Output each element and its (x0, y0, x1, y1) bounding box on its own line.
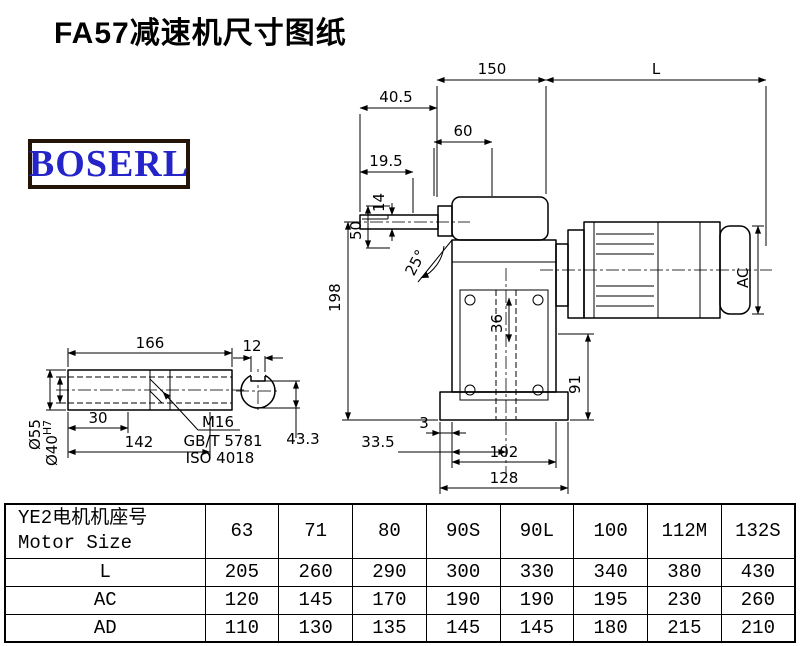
table-cell: 135 (352, 613, 427, 643)
dim-40-5: 40.5 (379, 88, 412, 106)
table-cell: 145 (425, 613, 501, 643)
dim-142: 142 (125, 433, 154, 451)
motor (555, 221, 751, 319)
technical-drawing: 150 L 40.5 60 19.5 198 50 14 25° AC 36 9… (26, 60, 772, 494)
dim-198: 198 (326, 283, 344, 312)
dim-128: 128 (490, 469, 519, 487)
size-column-header: 63 (204, 503, 280, 559)
dimension-table: YE2电机机座号 Motor Size 63 71 80 90S 90L 100… (4, 503, 796, 643)
table-cell: 260 (278, 557, 353, 587)
table-cell: 180 (573, 613, 648, 643)
table-row-AD: AD 110 130 135 145 145 180 215 210 (4, 613, 796, 643)
table-cell: 230 (647, 585, 722, 615)
row-label: AD (4, 613, 206, 643)
dim-43-3: 43.3 (286, 430, 319, 448)
table-cell: 145 (499, 613, 575, 643)
table-cell: 300 (425, 557, 501, 587)
thread-callout-m16: M16 (202, 413, 234, 431)
row-label: L (4, 557, 206, 587)
table-row-L: L 205 260 290 300 330 340 380 430 (4, 557, 796, 587)
hollow-shaft-part-view (67, 369, 233, 411)
table-cell: 190 (499, 585, 575, 615)
table-cell: 430 (720, 557, 796, 587)
table-row-AC: AC 120 145 170 190 190 195 230 260 (4, 585, 796, 615)
dim-36: 36 (488, 314, 506, 333)
table-cell: 145 (278, 585, 353, 615)
table-cell: 110 (204, 613, 280, 643)
table-cell: 205 (204, 557, 280, 587)
size-column-header: 112M (647, 503, 722, 559)
table-cell: 290 (352, 557, 427, 587)
size-column-header: 90S (425, 503, 501, 559)
dim-L: L (652, 60, 661, 78)
table-cell: 380 (647, 557, 722, 587)
dim-166: 166 (136, 334, 165, 352)
dim-AC: AC (734, 268, 752, 288)
dim-14: 14 (370, 193, 388, 212)
table-cell: 190 (425, 585, 501, 615)
dim-33-5: 33.5 (361, 433, 394, 451)
motor-size-header-en: Motor Size (18, 532, 133, 555)
table-cell: 130 (278, 613, 353, 643)
thread-callout-iso: ISO 4018 (186, 449, 255, 467)
table-cell: 210 (720, 613, 796, 643)
dim-30: 30 (88, 409, 107, 427)
dim-12: 12 (242, 337, 261, 355)
table-cell: 330 (499, 557, 575, 587)
dim-3: 3 (419, 414, 429, 432)
dim-91: 91 (566, 375, 584, 394)
motor-size-header-cn: YE2电机机座号 (18, 507, 148, 530)
dim-dia40-h7: Ø40H7 (41, 420, 61, 466)
size-column-header: 100 (573, 503, 648, 559)
dim-19-5: 19.5 (369, 152, 402, 170)
table-cell: 260 (720, 585, 796, 615)
drawing-title: FA57减速机尺寸图纸 (54, 17, 347, 50)
angle-25: 25° (401, 247, 429, 279)
gearbox-housing (417, 196, 569, 421)
table-cell: 120 (204, 585, 280, 615)
dim-102: 102 (490, 443, 519, 461)
dim-dia55: Ø55 (26, 419, 44, 450)
dim-150: 150 (478, 60, 507, 78)
table-container: YE2电机机座号 Motor Size 63 71 80 90S 90L 100… (4, 503, 796, 643)
boserl-logo: BOSERL (28, 139, 190, 189)
size-column-header: 90L (499, 503, 575, 559)
size-column-header: 71 (278, 503, 353, 559)
table-cell: 340 (573, 557, 648, 587)
table-header-row: YE2电机机座号 Motor Size 63 71 80 90S 90L 100… (4, 503, 796, 559)
size-column-header: 80 (352, 503, 427, 559)
motor-size-header: YE2电机机座号 Motor Size (4, 503, 206, 559)
table-cell: 170 (352, 585, 427, 615)
size-column-header: 132S (720, 503, 796, 559)
boserl-logo-text: BOSERL (28, 143, 190, 185)
dimension-annotations: 150 L 40.5 60 19.5 198 50 14 25° AC 36 9… (26, 60, 767, 494)
table-cell: 195 (573, 585, 648, 615)
dim-50: 50 (347, 221, 365, 240)
row-label: AC (4, 585, 206, 615)
table-cell: 215 (647, 613, 722, 643)
thread-callout-gb: GB/T 5781 (183, 432, 262, 450)
dim-60: 60 (453, 122, 472, 140)
